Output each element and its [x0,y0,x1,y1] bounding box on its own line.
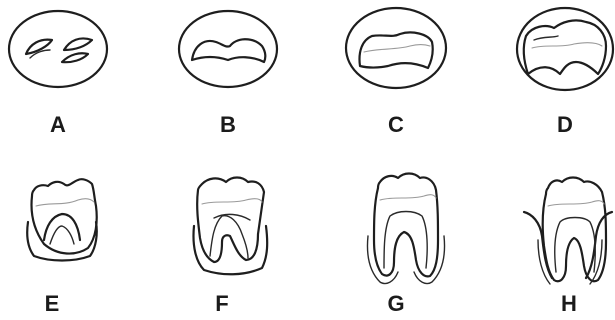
panel-e-follicle [27,222,97,261]
panel-h-drawing [524,178,612,285]
panel-e-drawing [27,179,97,260]
panel-e-pulp-chamber [44,214,80,240]
panel-e-dentin-line [36,199,94,206]
panel-a-cusp-right-upper [64,38,92,50]
panel-g-drawing [368,174,445,284]
panel-e-label: E [45,291,60,316]
panel-f-dentin-line [202,199,262,204]
panel-f-tooth-outline [197,178,264,263]
panel-d-enamel-line [534,36,558,40]
panel-b-drawing [179,11,277,87]
panel-g-pulp-canal [384,212,427,269]
panel-b-crown-cap [192,39,265,62]
panel-c-label: C [388,112,404,137]
panel-d-dentin-line [532,43,602,48]
panel-d-label: D [557,112,573,137]
panel-c-drawing [346,8,446,88]
panel-d-crypt-outline [517,8,613,90]
panel-h-dentin-line [548,201,604,206]
panel-f-pulp-canal [210,216,248,258]
panel-h-pulp-canal [555,218,595,273]
panel-a-cusp-right-lower [62,53,88,62]
panel-a-crypt-outline [9,11,107,87]
panel-b-label: B [220,112,236,137]
panel-g-dentin-line [380,195,436,200]
panel-h-label: H [561,291,577,316]
panel-b-crypt-outline [179,11,277,87]
panel-g-label: G [387,291,404,316]
panel-c-dentin-line [364,45,430,53]
panel-f-drawing [193,178,267,275]
panel-f-label: F [215,291,228,316]
panel-e-tooth-outline [32,179,97,253]
panel-d-drawing [517,8,613,90]
panel-a-drawing [9,11,107,87]
panel-a-label: A [50,112,66,137]
panel-e-pulp-horn [50,226,74,244]
